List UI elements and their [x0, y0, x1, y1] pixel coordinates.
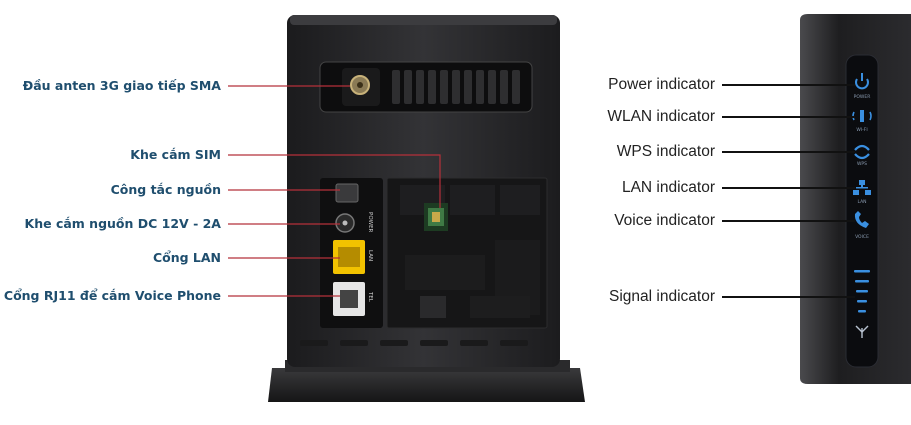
led-label-voice: VOICE [855, 234, 869, 240]
router-stand [268, 368, 585, 402]
device-label-tel: TEL [367, 291, 373, 303]
label-wlan-indicator: WLAN indicator [607, 108, 715, 125]
power-switch [335, 183, 359, 203]
router-rear-view: POWER LAN TEL [268, 15, 585, 402]
label-power-switch: Công tắc nguồn [110, 182, 221, 197]
led-label-power: POWER [854, 94, 871, 100]
led-label-wps: WPS [857, 161, 867, 167]
power-led-icon [855, 73, 869, 90]
led-label-wlan: WI-FI [856, 127, 867, 133]
label-dc-jack: Khe cắm nguồn DC 12V - 2A [24, 216, 221, 231]
sma-antenna-connector [342, 68, 380, 106]
right-leader-lines [722, 84, 855, 298]
lan-led-icon [853, 180, 871, 195]
antenna-signal-icon [855, 325, 869, 338]
label-lan-indicator: LAN indicator [621, 179, 715, 196]
voice-led-icon [854, 211, 869, 228]
router-top-edge [290, 15, 557, 25]
label-signal-indicator: Signal indicator [609, 288, 715, 305]
label-lan-port: Cổng LAN [152, 250, 221, 265]
device-label-power: POWER [367, 212, 373, 233]
router-side-led-panel: POWER WI-FI WPS LAN VOICE [800, 14, 911, 384]
signal-led-bars [854, 270, 870, 313]
label-power-indicator: Power indicator [608, 76, 715, 93]
label-rj11-port: Cổng RJ11 để cắm Voice Phone [3, 288, 221, 303]
bottom-vents [300, 340, 528, 346]
led-strip [845, 54, 879, 368]
wps-led-icon [854, 144, 870, 160]
led-label-lan: LAN [857, 199, 866, 205]
label-sim-slot: Khe cắm SIM [130, 147, 221, 162]
sim-slot [424, 203, 448, 231]
leader-sim [228, 154, 441, 208]
device-label-lan: LAN [367, 250, 373, 261]
label-antenna-connector: Đầu anten 3G giao tiếp SMA [22, 78, 221, 93]
label-voice-indicator: Voice indicator [614, 212, 715, 229]
vent-slots [392, 70, 520, 104]
left-leader-lines [228, 85, 441, 297]
label-wps-indicator: WPS indicator [616, 143, 715, 160]
